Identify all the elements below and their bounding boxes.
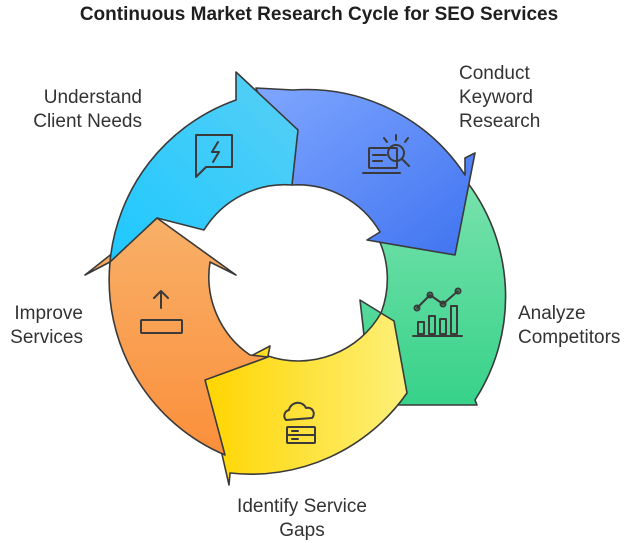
label-identify-service-gaps: Identify Service Gaps [237,496,367,541]
label-improve-services: Improve Services [10,303,83,348]
segment-conduct-keyword-research [255,87,476,256]
segment-identify-service-gaps [204,312,408,486]
line-bar-chart-icon [412,287,463,337]
chat-bubble-icon [195,134,233,178]
cloud-server-icon [283,401,316,444]
label-analyze-competitors: Analyze Competitors [518,303,621,348]
segment-understand-client-needs [109,71,299,263]
upload-icon [140,290,183,334]
laptop-search-icon [362,134,410,174]
segment-improve-services [84,217,269,456]
diagram-title: Continuous Market Research Cycle for SEO… [79,4,559,25]
label-understand-client-needs: Understand Client Needs [33,87,142,132]
label-conduct-keyword-research: Conduct Keyword Research [459,63,541,132]
